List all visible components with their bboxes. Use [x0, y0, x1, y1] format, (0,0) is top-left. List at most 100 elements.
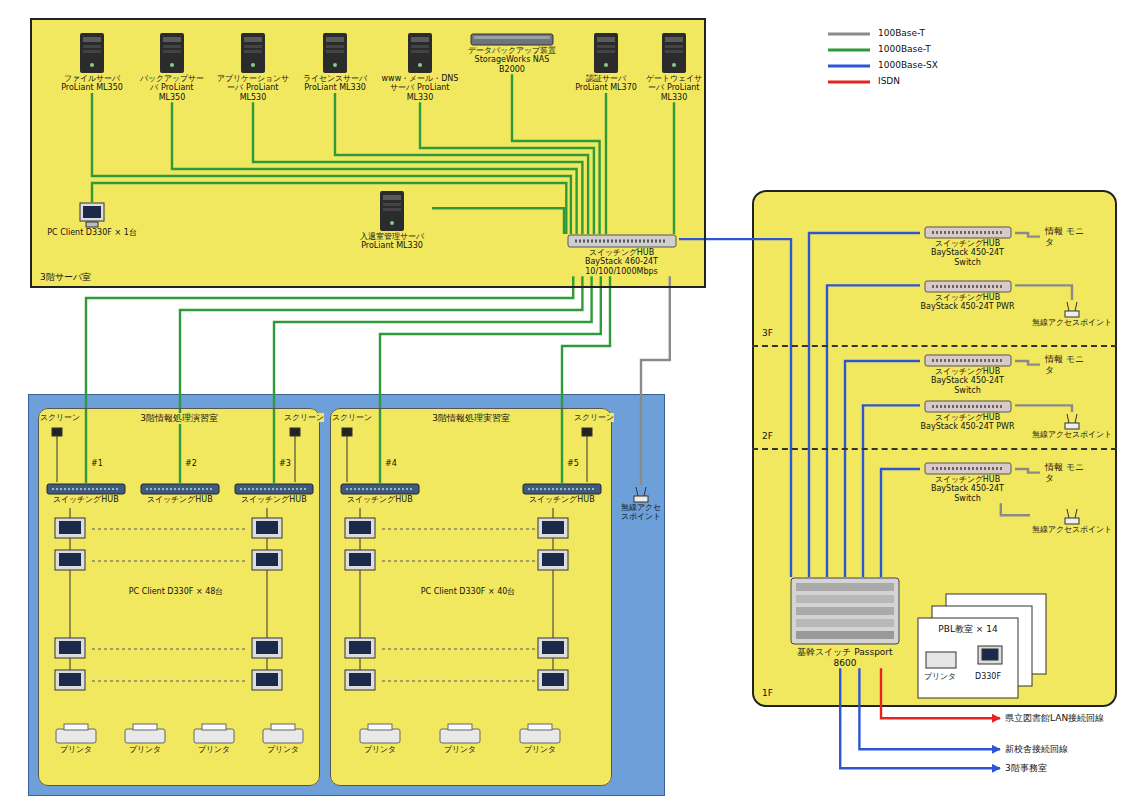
icon — [920, 280, 1015, 293]
node-label: スイッチングHUB — [564, 248, 679, 257]
pc-screen — [542, 553, 564, 566]
pc-monitor — [55, 670, 85, 690]
callout-label: スクリーン — [284, 413, 324, 422]
icon — [920, 354, 1015, 367]
pc-screen — [349, 521, 371, 534]
network-cable — [274, 276, 592, 483]
network-cable — [845, 361, 920, 577]
icon — [466, 32, 558, 46]
node-label: 情報 モニタ — [1045, 354, 1092, 375]
network-cable — [809, 233, 920, 577]
pc-monitor — [252, 670, 282, 690]
floor-switch-box: スイッチングHUB BayStack 450-24T Switch — [920, 226, 1015, 267]
node-label: プリンタ — [252, 745, 314, 754]
icon — [521, 483, 603, 495]
backbone-switch-box: 基幹スイッチ Passport 8600 — [785, 577, 905, 668]
legend-text: 100Base-T — [878, 28, 925, 38]
callout-label: スクリーン — [40, 413, 80, 422]
icon — [564, 234, 679, 248]
edge-label: #5 — [567, 459, 579, 468]
network-cable — [92, 93, 571, 234]
icon — [183, 723, 245, 745]
icon — [429, 723, 491, 745]
pc-monitor — [252, 518, 282, 538]
network-cable — [172, 102, 577, 234]
node-label: 無線アクセスポイント — [1030, 318, 1114, 327]
pc-monitor — [55, 518, 85, 538]
monitor-box: 情報 モニタ — [1040, 354, 1092, 375]
access-point-box: 無線アクセスポイント — [1030, 507, 1114, 534]
server-box: 認証サーバ ProLiant ML370 — [570, 32, 642, 93]
icon — [45, 483, 127, 495]
edge-label: #3 — [279, 459, 291, 468]
network-cable — [1015, 469, 1040, 473]
pc-row-dashes — [92, 529, 535, 681]
node-label: 無線アクセスポイント — [1030, 430, 1114, 439]
pc-screen — [349, 641, 371, 654]
icon — [114, 723, 176, 745]
node-label: PBL教室 × 14 — [922, 624, 1014, 635]
node-label: ゲートウェイサーバ ProLiant ML330 — [644, 74, 704, 102]
node-label: 3階事務室 — [1005, 763, 1138, 774]
icon — [47, 202, 137, 228]
floor-switch-box: スイッチングHUB BayStack 450-24T PWR — [920, 400, 1015, 432]
node-label: プリンタ — [509, 745, 571, 754]
server-box: 入退室管理サーバ ProLiant ML330 — [352, 190, 432, 251]
server-box: ライセンスサーバ ProLiant ML330 — [300, 32, 370, 93]
callout-label: D330F — [975, 672, 1001, 681]
network-cable — [1015, 361, 1040, 365]
pc-monitor — [345, 670, 375, 690]
node-label: BayStack 460-24T 10/100/1000Mbps — [564, 257, 679, 276]
node-label: スイッチングHUB BayStack 450-24T Switch — [920, 367, 1015, 395]
hub-box: スイッチングHUB — [139, 483, 221, 504]
node-label: スイッチングHUB — [521, 495, 603, 504]
legend-text: ISDN — [878, 76, 900, 86]
external-line-box: 3階事務室 — [1000, 763, 1138, 774]
printer-box: プリンタ — [114, 723, 176, 754]
projector-icons — [52, 428, 592, 482]
legend-text: 1000Base-SX — [878, 60, 938, 70]
node-label: 新校舎接続回線 — [1005, 744, 1138, 755]
node-label: 認証サーバ ProLiant ML370 — [570, 74, 642, 93]
floor-switch-box: スイッチングHUB BayStack 450-24T Switch — [920, 462, 1015, 503]
node-label: プリンタ — [183, 745, 245, 754]
icon — [214, 32, 292, 74]
pc-screen — [59, 553, 81, 566]
pc-monitor — [252, 638, 282, 658]
pc-screen — [256, 641, 278, 654]
node-label: 基幹スイッチ Passport 8600 — [785, 647, 905, 668]
icon — [139, 483, 221, 495]
icon — [300, 32, 370, 74]
network-cable — [512, 74, 600, 234]
icon — [352, 190, 432, 232]
node-label: PC Client D330F × 48台 — [111, 587, 241, 596]
lab-room-panel: 3階情報処理演習室スイッチングHUBスイッチングHUBスイッチングHUBPC C… — [38, 408, 320, 786]
node-label: 県立図書館LAN接続回線 — [1005, 713, 1138, 724]
pc-screen — [542, 673, 564, 686]
pc-monitor — [345, 518, 375, 538]
printer-box: プリンタ — [45, 723, 107, 754]
hub-box: スイッチングHUB — [45, 483, 127, 504]
server-box: バックアップサーバ ProLiant ML350 — [137, 32, 207, 102]
pc-screen — [542, 521, 564, 534]
node-label: 2F — [760, 431, 775, 442]
pc-column-wires — [70, 508, 553, 690]
icon — [57, 32, 127, 74]
icon — [233, 483, 315, 495]
pc-group-label-box: PC Client D330F × 48台 — [111, 587, 241, 596]
pc-screen — [59, 521, 81, 534]
node-label: データバックアップ装置 StorageWorks NAS B2000 — [466, 46, 558, 74]
node-label: 情報 モニタ — [1045, 226, 1092, 247]
network-cable — [335, 93, 588, 234]
pc-screen — [59, 673, 81, 686]
callout-label: プリンタ — [924, 672, 956, 681]
node-label: プリンタ — [45, 745, 107, 754]
storage-box: データバックアップ装置 StorageWorks NAS B2000 — [466, 32, 558, 74]
icon — [1030, 300, 1114, 318]
network-cable — [562, 276, 610, 483]
icon — [509, 723, 571, 745]
floor-band: 1FスイッチングHUB BayStack 450-24T Switch情報 モニ… — [752, 448, 1117, 705]
printer-box: プリンタ — [429, 723, 491, 754]
node-label: スイッチングHUB BayStack 450-24T PWR — [920, 293, 1015, 312]
